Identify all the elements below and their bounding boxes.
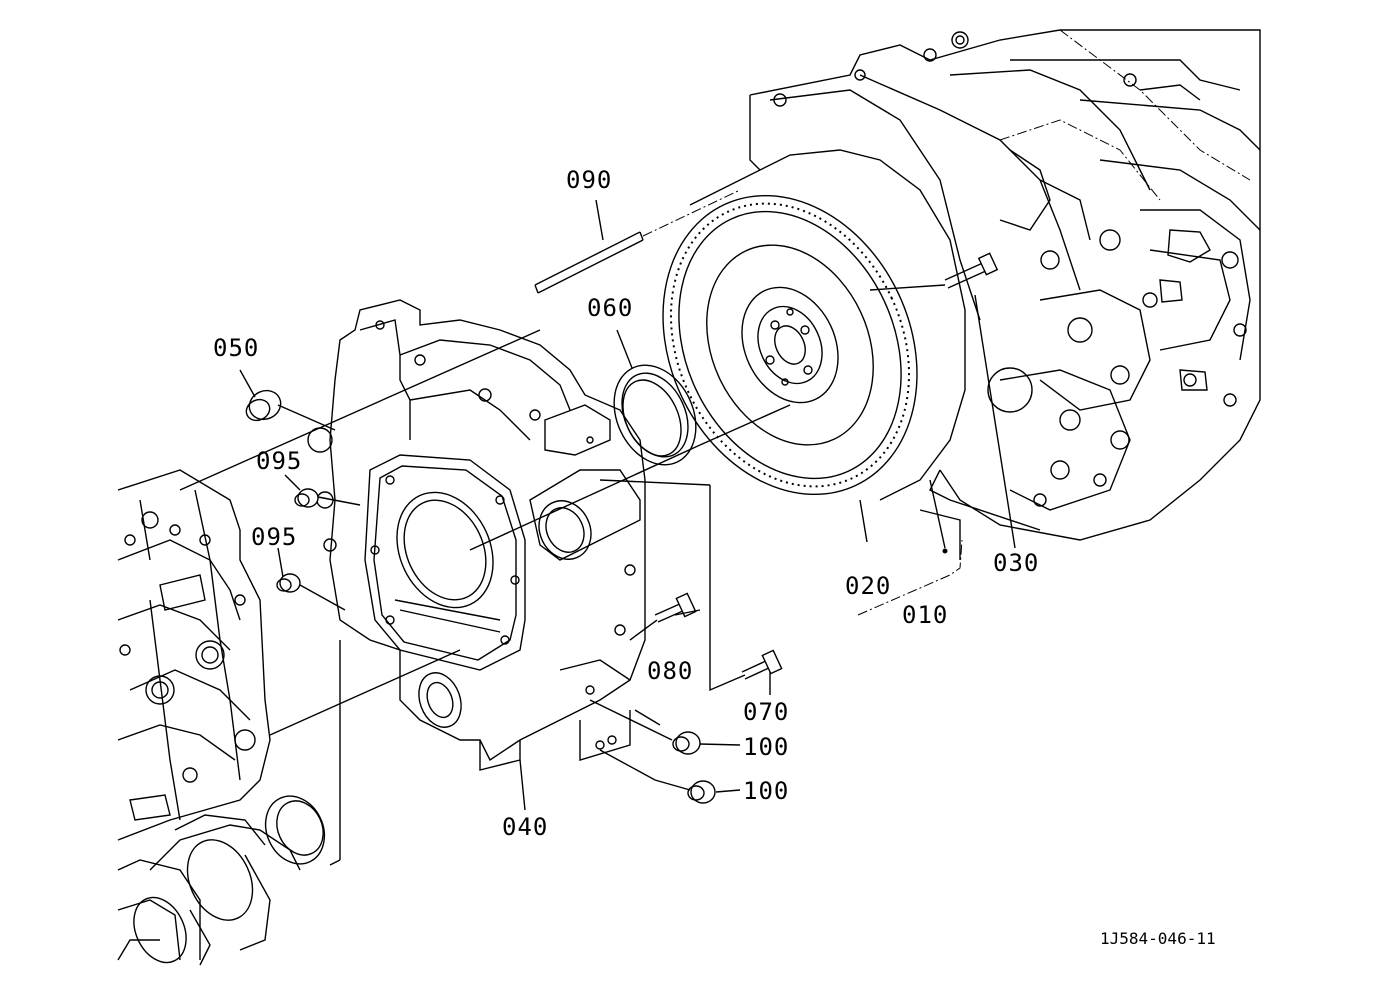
callout-060: 060 bbox=[587, 294, 634, 322]
crankshaft bbox=[117, 795, 326, 966]
callout-080: 080 bbox=[647, 657, 694, 685]
bolt-080 bbox=[654, 592, 697, 623]
bolt-070 bbox=[741, 649, 783, 680]
callout-100-upper: 100 bbox=[743, 733, 790, 761]
plug-095-lower bbox=[276, 573, 301, 593]
plug-100-upper bbox=[672, 731, 701, 755]
gasket-plate bbox=[364, 454, 526, 671]
assembly-lines bbox=[179, 284, 946, 866]
flywheel bbox=[662, 149, 966, 501]
transmission-housing bbox=[749, 29, 1261, 560]
callout-070: 070 bbox=[743, 698, 790, 726]
plug-095-upper bbox=[294, 488, 319, 508]
cap-050 bbox=[245, 389, 282, 422]
callout-095-upper: 095 bbox=[256, 447, 303, 475]
callout-010: 010 bbox=[902, 601, 949, 629]
callout-090: 090 bbox=[566, 166, 613, 194]
callout-095-lower: 095 bbox=[251, 523, 298, 551]
engine-block bbox=[117, 469, 271, 841]
leader-lines bbox=[239, 199, 1016, 811]
callout-040: 040 bbox=[502, 813, 549, 841]
oil-seal-060 bbox=[613, 364, 697, 466]
callout-020: 020 bbox=[845, 572, 892, 600]
callout-050: 050 bbox=[213, 334, 260, 362]
stud-090 bbox=[534, 189, 741, 294]
bolt-030 bbox=[944, 252, 999, 289]
flywheel-housing bbox=[307, 299, 646, 771]
plug-100-lower bbox=[687, 780, 716, 804]
callout-030: 030 bbox=[993, 549, 1040, 577]
callout-100-lower: 100 bbox=[743, 777, 790, 805]
drawing-code: 1J584-046-11 bbox=[1100, 929, 1216, 948]
